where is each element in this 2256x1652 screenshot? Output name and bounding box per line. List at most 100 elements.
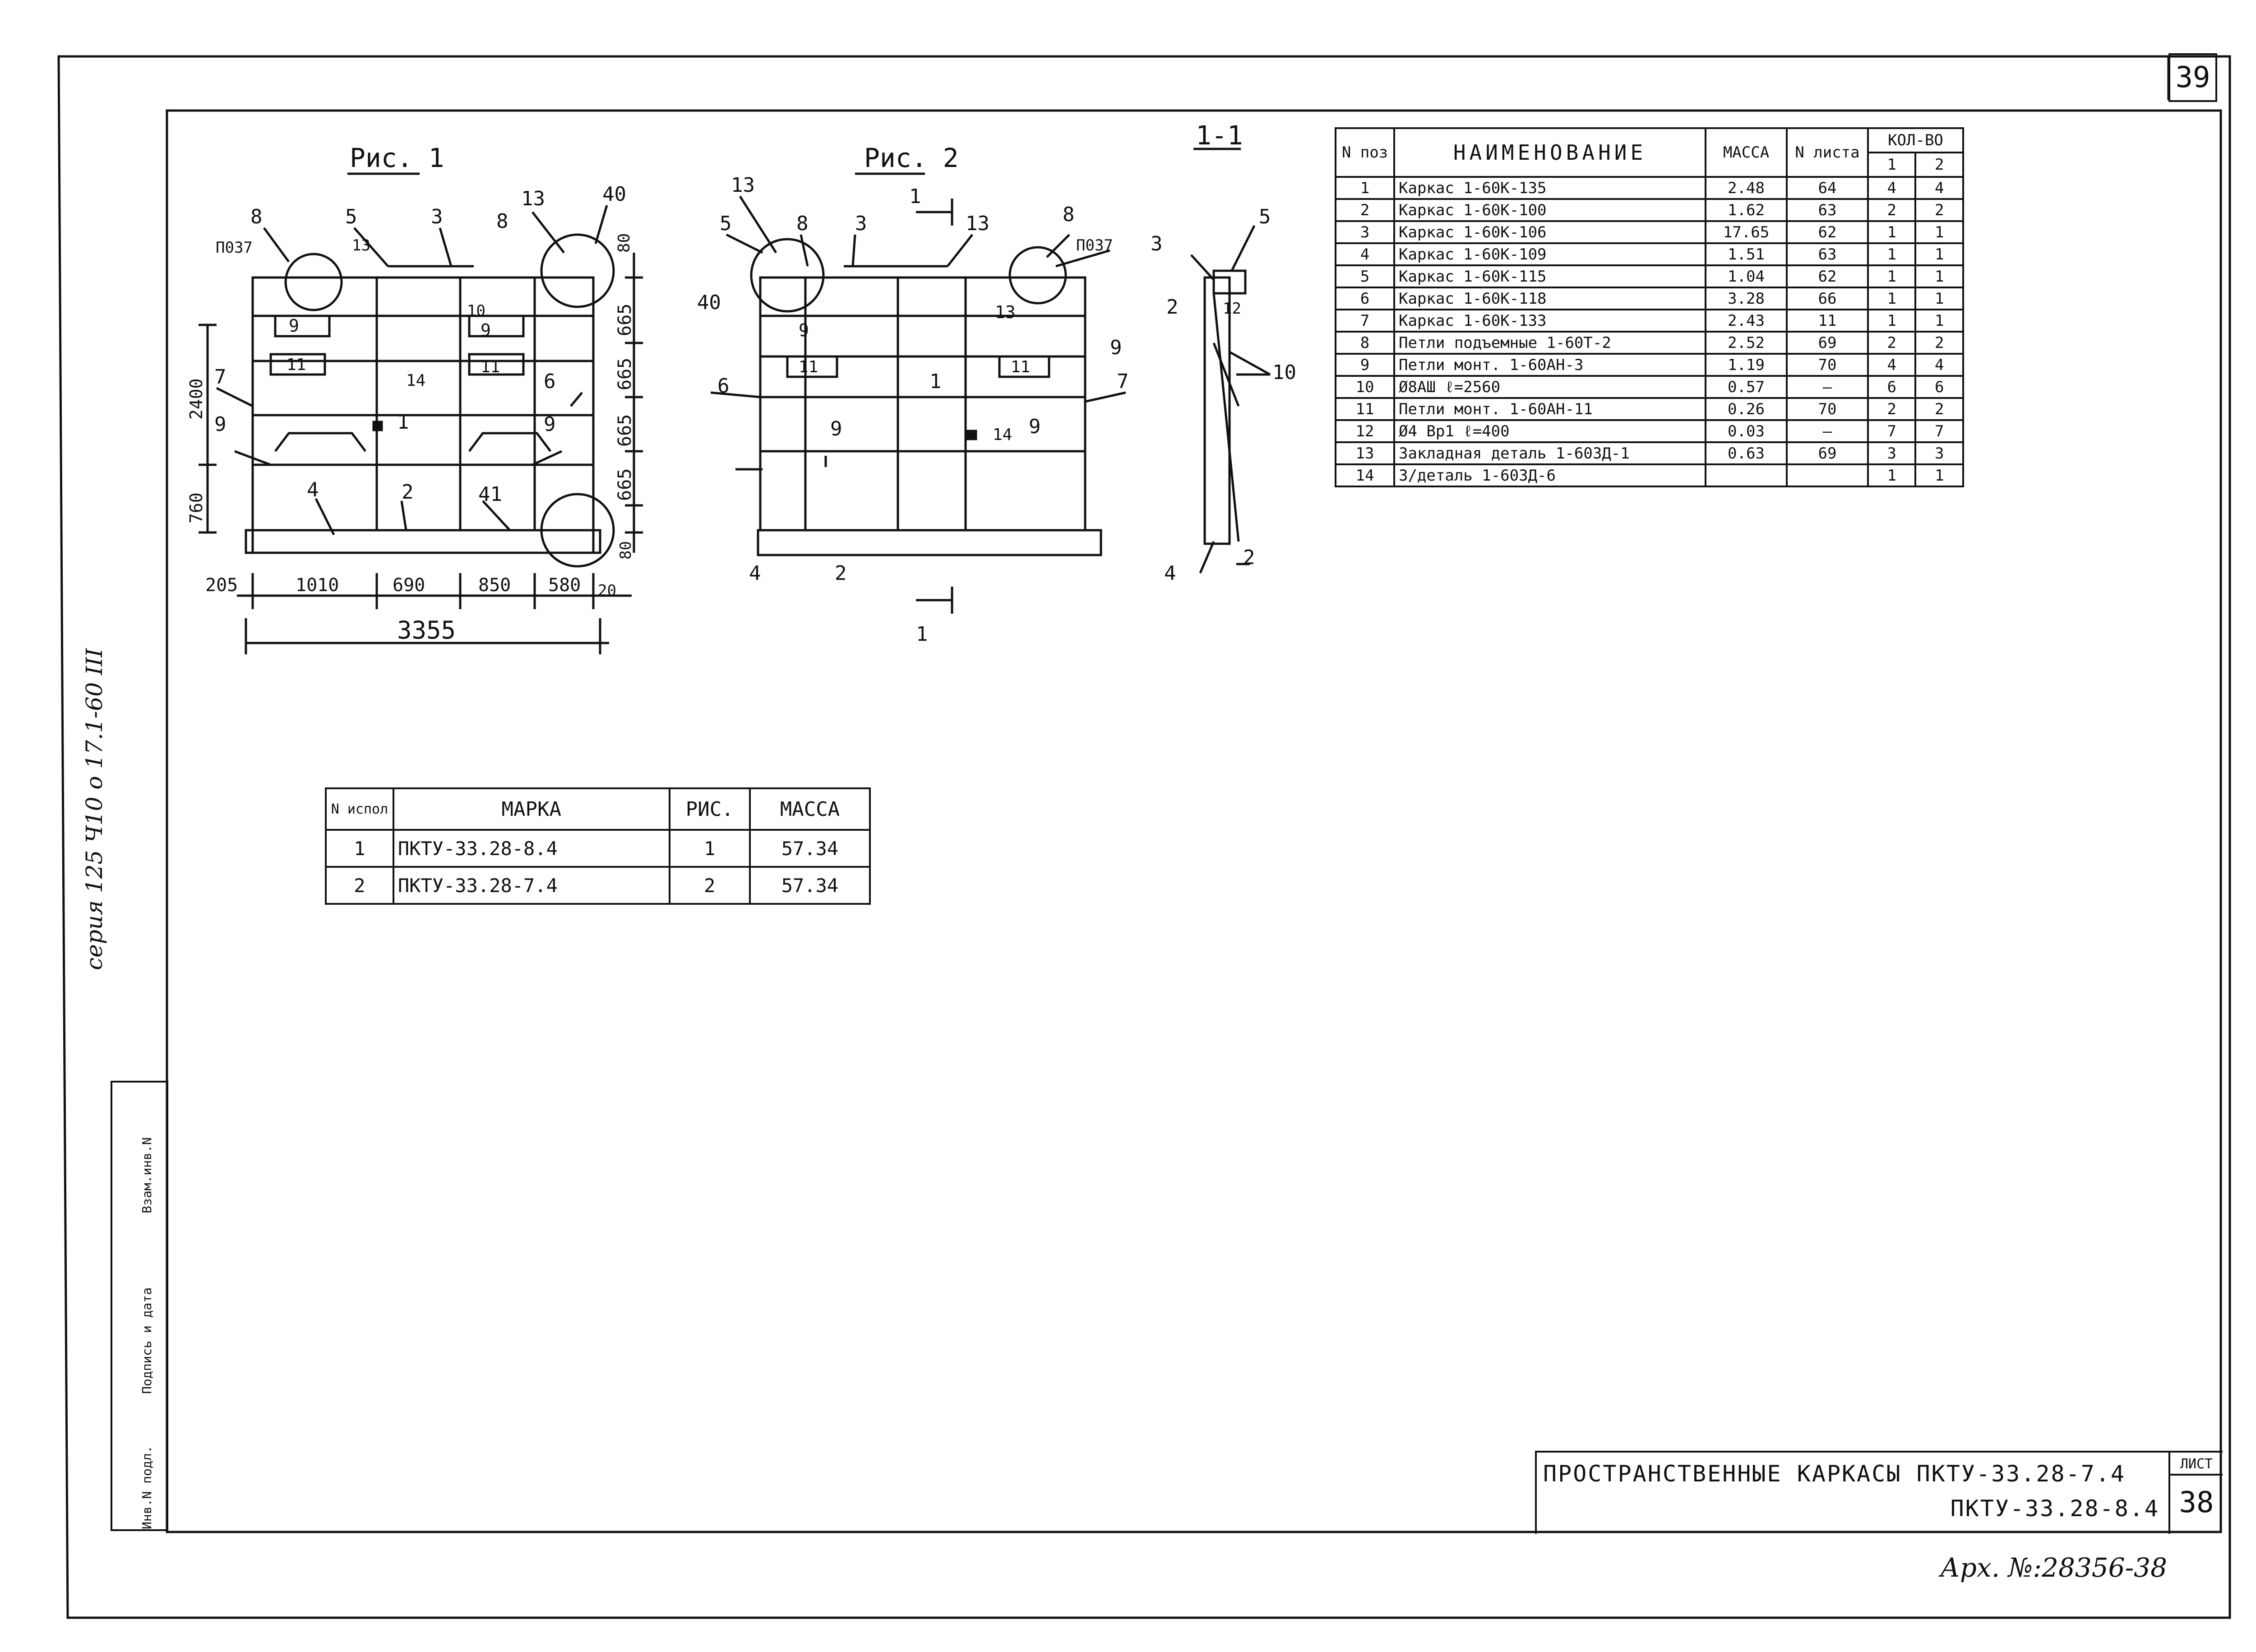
cell-q2: 1 — [1914, 287, 1964, 310]
cell-mass: 0.03 — [1705, 419, 1788, 443]
cell-pos: 4 — [1335, 242, 1395, 266]
fig1-label-13b: 13 — [352, 236, 370, 255]
cell-name: З/деталь 1-60ЗД-6 — [1393, 463, 1706, 487]
cell-mass: 0.26 — [1705, 397, 1788, 421]
fig2-label-9b: 9 — [830, 417, 842, 440]
cell-sheet: 70 — [1786, 397, 1869, 421]
fig1-dim-b5: 580 — [548, 575, 581, 596]
cell-q2: 2 — [1914, 397, 1964, 421]
cell-mass: 0.63 — [1705, 441, 1788, 465]
fig1-dim-b6: 20 — [598, 582, 616, 600]
fig1-dim-h3: 665 — [615, 358, 635, 390]
cell-q1: 1 — [1867, 309, 1917, 333]
fig1-dim-total: 3355 — [397, 616, 456, 644]
col-qty: КОЛ-ВО — [1867, 127, 1964, 153]
sheet-label: ЛИСТ — [2170, 1456, 2223, 1476]
table-row: 2 ПКТУ-33.28-7.4 2 57.34 — [325, 866, 871, 905]
fig1-label-6: 6 — [544, 370, 556, 393]
cell-name: Каркас 1-60К-115 — [1393, 264, 1706, 288]
fig1-label-7: 7 — [214, 366, 227, 389]
section-label-12: 12 — [1223, 300, 1241, 318]
cell-pos: 2 — [1335, 198, 1395, 222]
fig1-label-8: 8 — [250, 205, 263, 228]
fig2-label-1: 1 — [929, 370, 942, 393]
fig2-label-8a: 8 — [796, 212, 809, 235]
fig2-label-14: 14 — [993, 426, 1012, 444]
fig1-label-9d: 9 — [544, 413, 556, 436]
fig2-label-2: 2 — [835, 562, 847, 585]
cell-q2: 4 — [1914, 176, 1964, 200]
fig2-label-11b: 11 — [1011, 358, 1030, 376]
fig1-label-9a: 9 — [289, 316, 299, 336]
sheet-number: 38 — [2179, 1486, 2214, 1519]
fig1-label-p037: П037 — [216, 239, 253, 257]
figure-1-drawing — [199, 172, 643, 654]
figure-2-drawing — [710, 172, 1126, 614]
cell-pos: 3 — [1335, 220, 1395, 244]
section-label-2b: 2 — [1243, 546, 1255, 569]
cell-mass: 1.62 — [1705, 198, 1788, 222]
strip-label-1: Инв.N подл. — [139, 1445, 154, 1529]
specification-table: N поз НАИМЕНОВАНИЕ МАССА N листа КОЛ-ВО … — [1335, 127, 1964, 487]
fig2-label-40: 40 — [697, 291, 721, 314]
cell-name: Петли подъемные 1-60Т-2 — [1393, 331, 1706, 355]
col-name: НАИМЕНОВАНИЕ — [1393, 127, 1706, 178]
section-title: 1-1 — [1196, 120, 1243, 151]
cell-sheet: 69 — [1786, 331, 1869, 355]
cell-q2: 7 — [1914, 419, 1964, 443]
cell-name: Каркас 1-60К-118 — [1393, 287, 1706, 310]
fig1-dim-b4: 850 — [478, 575, 511, 596]
col-mark: МАРКА — [392, 787, 670, 831]
cell-sheet: 69 — [1786, 441, 1869, 465]
cell-q2: 1 — [1914, 242, 1964, 266]
fig1-dim-left-bottom: 760 — [186, 492, 206, 523]
section-label-5: 5 — [1259, 205, 1271, 228]
archive-number: Арх. №:28356-38 — [1940, 1552, 2167, 1583]
fig1-label-40: 40 — [602, 183, 626, 206]
cell-num: 2 — [325, 866, 394, 905]
cell-mass: 1.51 — [1705, 242, 1788, 266]
fig1-label-11b: 11 — [481, 358, 500, 376]
cell-sheet: — — [1786, 375, 1869, 399]
cell-name: Каркас 1-60К-106 — [1393, 220, 1706, 244]
cell-q1: 1 — [1867, 264, 1917, 288]
cell-name: Ø8АШ ℓ=2560 — [1393, 375, 1706, 399]
cell-pos: 9 — [1335, 353, 1395, 377]
fig2-label-6: 6 — [717, 375, 730, 398]
fig2-label-cut1: 1 — [909, 185, 921, 208]
fig2-label-11a: 11 — [799, 358, 818, 376]
cell-pos: 8 — [1335, 331, 1395, 355]
cell-q1: 3 — [1867, 441, 1917, 465]
cell-q1: 1 — [1867, 287, 1917, 310]
fig1-label-5: 5 — [345, 205, 357, 228]
cell-mass — [1705, 463, 1788, 487]
cell-name: Закладная деталь 1-60ЗД-1 — [1393, 441, 1706, 465]
fig1-dim-h5: 665 — [615, 468, 635, 501]
fig1-label-14: 14 — [406, 371, 425, 390]
cell-q2: 6 — [1914, 375, 1964, 399]
cell-name: Каркас 1-60К-100 — [1393, 198, 1706, 222]
cell-name: Каркас 1-60К-133 — [1393, 309, 1706, 333]
fig1-label-1: 1 — [397, 411, 409, 434]
cell-sheet: 66 — [1786, 287, 1869, 310]
cell-mass: 1.04 — [1705, 264, 1788, 288]
table-row: 1 ПКТУ-33.28-8.4 1 57.34 — [325, 829, 871, 868]
col-sheet: N листа — [1786, 127, 1869, 178]
fig1-label-41: 41 — [478, 483, 502, 506]
fig1-dim-b2: 1010 — [296, 575, 339, 596]
col-mass: МАССА — [749, 787, 871, 831]
fig1-label-8b: 8 — [496, 210, 509, 233]
cell-sheet: 63 — [1786, 198, 1869, 222]
fig2-label-9d: 9 — [1110, 336, 1122, 359]
cell-mass: 2.52 — [1705, 331, 1788, 355]
cell-num: 1 — [325, 829, 394, 868]
cell-q1: 1 — [1867, 463, 1917, 487]
section-label-3: 3 — [1151, 232, 1163, 255]
fig1-dim-h2: 665 — [615, 304, 635, 336]
cell-sheet: 64 — [1786, 176, 1869, 200]
